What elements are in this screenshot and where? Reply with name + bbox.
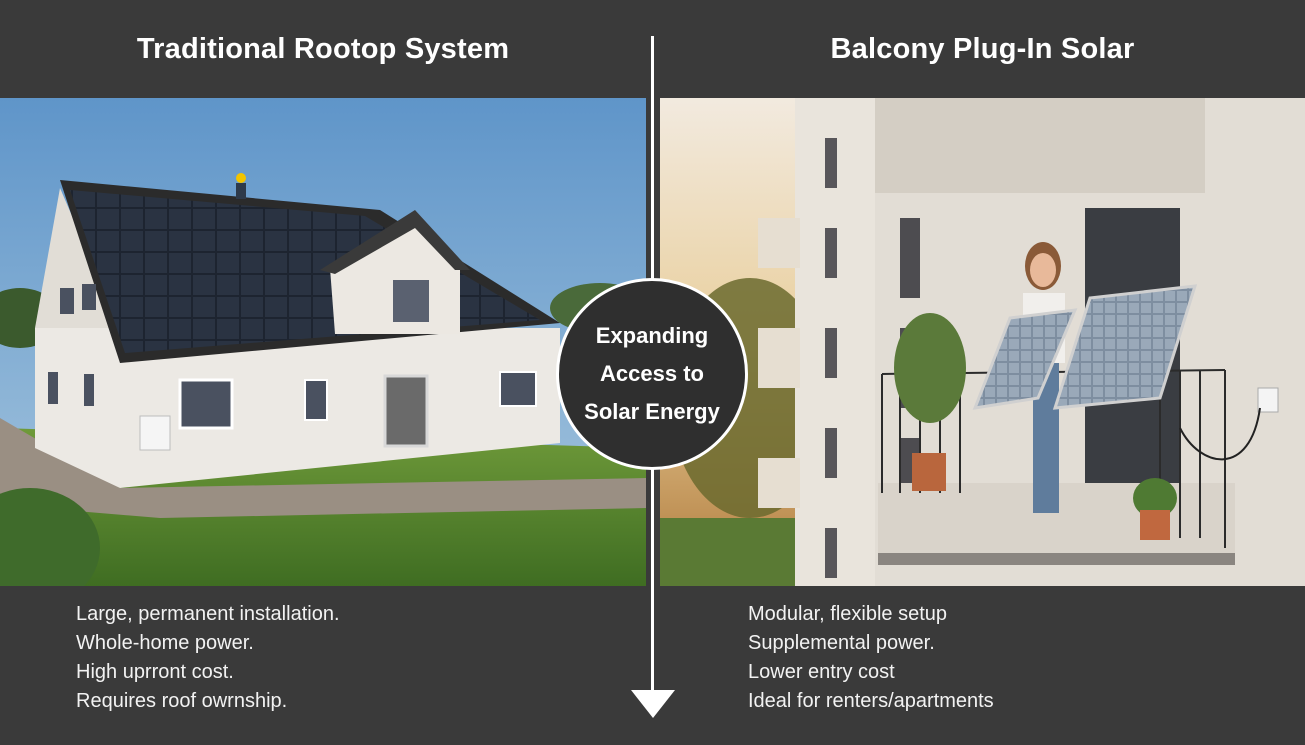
right-title: Balcony Plug-In Solar xyxy=(830,32,1135,65)
left-panel: Traditional Rootop System xyxy=(0,0,646,745)
list-item: Ideal for renters/apartments xyxy=(748,690,994,712)
list-item: Supplemental power. xyxy=(748,632,935,654)
center-badge-label: Expanding Access to Solar Energy xyxy=(584,323,720,424)
right-panel: Balcony Plug-In Solar xyxy=(660,0,1305,745)
right-points-list: Modular, flexible setup Supplemental pow… xyxy=(748,600,994,716)
arrow-down-icon xyxy=(631,690,675,718)
list-item: Modular, flexible setup xyxy=(748,603,948,625)
list-item: Large, permanent installation. xyxy=(76,603,340,625)
list-item: High uprront cost. xyxy=(76,661,234,683)
left-points-list: Large, permanent installation. Whole-hom… xyxy=(76,600,340,716)
rooftop-house-photo xyxy=(0,98,646,586)
list-item: Whole-home power. xyxy=(76,632,254,654)
center-badge: Expanding Access to Solar Energy xyxy=(556,278,748,470)
balcony-solar-photo xyxy=(660,98,1305,586)
left-title: Traditional Rootop System xyxy=(136,32,510,65)
list-item: Lower entry cost xyxy=(748,661,895,683)
list-item: Requires roof owrnship. xyxy=(76,690,288,712)
